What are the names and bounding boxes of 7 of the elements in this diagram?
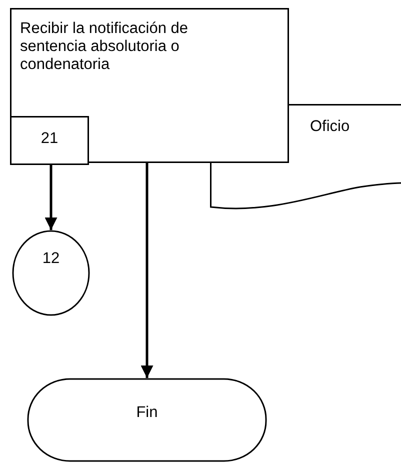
- arrow: [140, 163, 154, 378]
- node-label: 21: [40, 130, 60, 148]
- arrow: [44, 165, 58, 230]
- node-label: Recibir la notificación de sentencia absolutoria o condenatoria: [20, 20, 190, 74]
- node-label: 12: [41, 250, 61, 268]
- node-label: Fin: [135, 404, 159, 422]
- node-label: Oficio: [310, 118, 351, 136]
